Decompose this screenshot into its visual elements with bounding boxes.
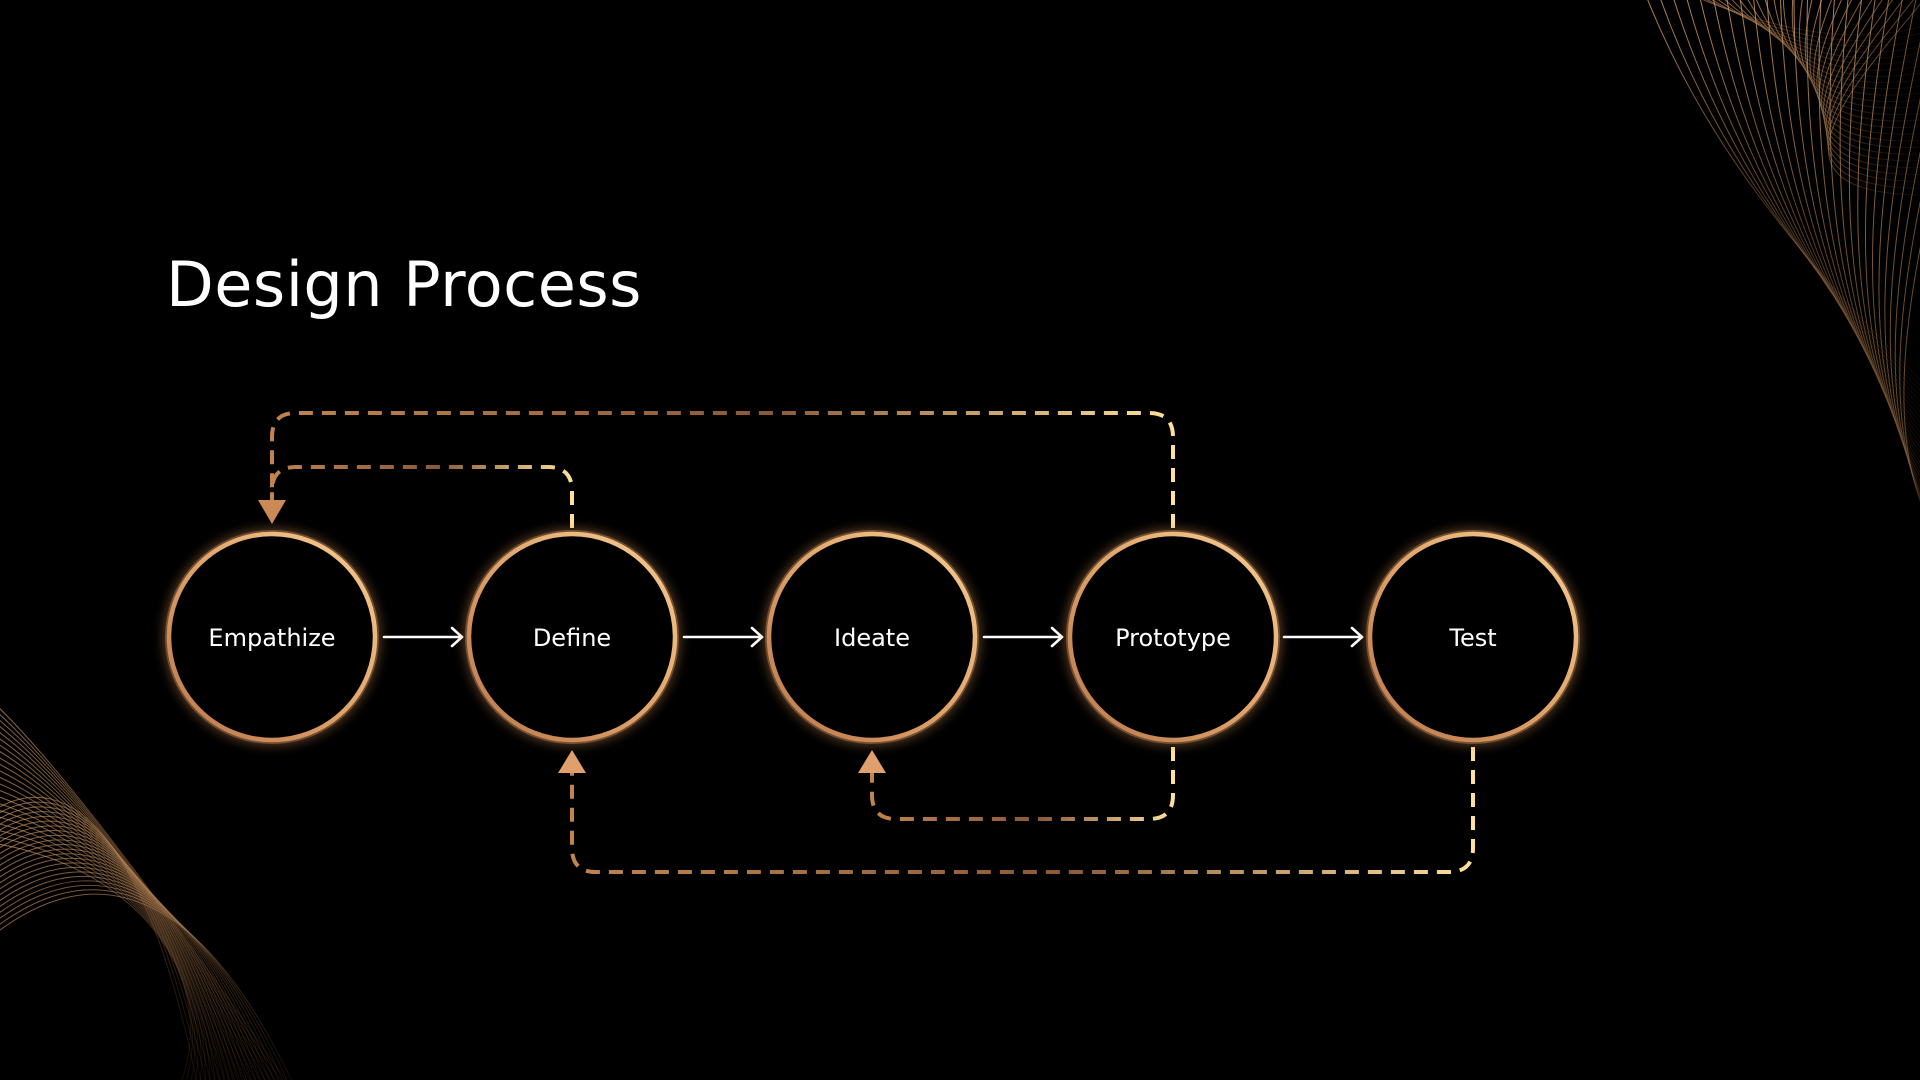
mesh-line xyxy=(1827,3,1920,196)
mesh-line xyxy=(0,875,275,1080)
mesh-line xyxy=(1753,0,1920,423)
mesh-line xyxy=(0,830,196,1080)
mesh-line xyxy=(0,708,287,1080)
mesh-line xyxy=(1899,200,1920,498)
mesh-line xyxy=(0,720,277,1080)
mesh-line xyxy=(0,837,193,1080)
node-label-ideate: Ideate xyxy=(834,624,910,652)
mesh-line xyxy=(1711,0,1920,47)
node-define: Define xyxy=(465,530,679,744)
mesh-line xyxy=(0,885,284,1080)
mesh-line xyxy=(1819,0,1920,148)
arrow-ideate-to-prototype xyxy=(982,626,1064,648)
node-label-test: Test xyxy=(1448,624,1496,652)
arrow-empathize-to-define xyxy=(382,626,464,648)
mesh-line xyxy=(1872,0,1920,478)
mesh-line xyxy=(0,880,279,1080)
node-test: Test xyxy=(1366,530,1580,744)
feedback-loop-prototype-to-ideate xyxy=(870,747,1175,821)
mesh-line xyxy=(0,866,266,1080)
arrow-define-to-ideate xyxy=(682,626,764,648)
mesh-line xyxy=(0,777,231,1080)
mesh-line xyxy=(0,889,288,1080)
mesh-line xyxy=(0,843,191,1080)
mesh-line xyxy=(1818,0,1920,449)
mesh-line xyxy=(0,770,236,1080)
mesh-line xyxy=(1839,0,1920,459)
mesh-line xyxy=(1793,0,1920,439)
mesh-line xyxy=(1878,0,1920,482)
mesh-line xyxy=(1809,0,1920,128)
feedback-loop-test-to-define xyxy=(570,747,1475,874)
mesh-line xyxy=(1756,0,1920,83)
mesh-line xyxy=(1747,0,1920,77)
mesh-line xyxy=(1889,98,1920,491)
mesh-line xyxy=(1822,0,1920,162)
mesh-line xyxy=(1702,0,1920,36)
mesh-line xyxy=(1686,0,1920,397)
mesh-line xyxy=(0,803,211,1080)
mesh-line xyxy=(0,893,293,1080)
mesh-line xyxy=(0,853,252,1080)
mesh-line xyxy=(1717,0,1920,53)
mesh-line xyxy=(1826,0,1920,182)
mesh-line xyxy=(0,857,257,1080)
mesh-line xyxy=(1739,0,1920,418)
slide-title: Design Process xyxy=(166,248,642,321)
mesh-line xyxy=(1699,0,1920,402)
mesh-line xyxy=(1816,0,1920,142)
node-label-empathize: Empathize xyxy=(208,624,335,652)
mesh-line xyxy=(0,816,202,1080)
mesh-line xyxy=(1724,0,1920,59)
mesh-line xyxy=(1827,0,1920,189)
mesh-line xyxy=(1713,0,1920,408)
mesh-line xyxy=(1673,0,1920,392)
mesh-line xyxy=(0,823,199,1080)
mesh-line xyxy=(0,714,282,1080)
mesh-line xyxy=(1824,0,1920,169)
mesh-line xyxy=(1764,0,1920,90)
mesh-line xyxy=(0,862,261,1080)
mesh-line xyxy=(0,810,206,1080)
arrowhead-into-define xyxy=(558,750,586,773)
feedback-loop-prototype-to-empathize xyxy=(270,411,1175,528)
arrowhead-into-ideate xyxy=(858,750,886,773)
mesh-line xyxy=(1804,0,1920,122)
node-prototype: Prototype xyxy=(1066,530,1280,744)
mesh-line xyxy=(1825,0,1920,176)
mesh-line xyxy=(1647,0,1920,381)
mesh-line xyxy=(0,744,256,1080)
mesh-line xyxy=(1813,0,1920,135)
mesh-line xyxy=(1884,40,1920,487)
arrow-prototype-to-test xyxy=(1282,626,1364,648)
mesh-line xyxy=(0,871,270,1080)
feedback-loop-define-to-empathize xyxy=(270,465,574,528)
node-ideate: Ideate xyxy=(765,530,979,744)
node-label-define: Define xyxy=(533,624,611,652)
mesh-line xyxy=(1903,246,1920,502)
node-empathize: Empathize xyxy=(165,530,379,744)
mesh-line xyxy=(1806,0,1920,444)
mesh-line xyxy=(0,796,216,1080)
mesh-line xyxy=(1848,0,1920,464)
node-label-prototype: Prototype xyxy=(1115,624,1231,652)
mesh-line xyxy=(1766,0,1920,428)
arrowhead-into-empathize xyxy=(258,500,286,524)
mesh-line xyxy=(1821,0,1920,155)
mesh-line xyxy=(1894,151,1920,495)
